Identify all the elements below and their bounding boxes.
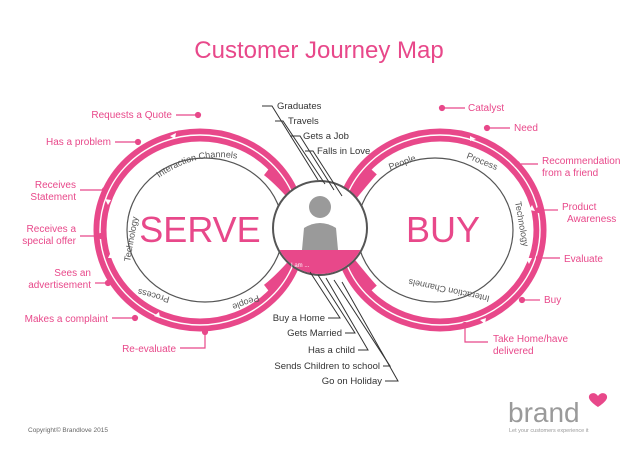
life-event-graduates: Graduates bbox=[277, 101, 322, 112]
brand-name: brand bbox=[508, 397, 580, 428]
life-event-travels: Travels bbox=[288, 116, 319, 127]
life-event-buy-home: Buy a Home bbox=[273, 313, 325, 324]
copyright-text: Copyright© Brandlove 2015 bbox=[28, 426, 108, 434]
brand-logo: brand Let your customers experience it bbox=[508, 393, 608, 434]
loop-label-right-top-people: People bbox=[387, 153, 417, 172]
serve-label: SERVE bbox=[139, 209, 260, 250]
life-events-bottom-lines bbox=[309, 271, 399, 382]
serve-item-request-quote: Requests a Quote bbox=[91, 110, 172, 121]
loop-label-left-side: Technology bbox=[122, 215, 140, 262]
brand-tagline: Let your customers experience it bbox=[509, 428, 589, 434]
page-title: Customer Journey Map bbox=[194, 37, 443, 64]
serve-callouts bbox=[80, 111, 209, 349]
life-event-gets-job: Gets a Job bbox=[303, 131, 349, 142]
life-event-has-child: Has a child bbox=[308, 345, 355, 356]
life-event-sends-children-school: Sends Children to school bbox=[274, 361, 380, 372]
buy-item-buy: Buy bbox=[544, 295, 561, 306]
buy-item-need: Need bbox=[514, 123, 538, 134]
serve-item-complaint: Makes a complaint bbox=[25, 314, 109, 325]
serve-item-has-problem: Has a problem bbox=[46, 137, 111, 148]
buy-label: BUY bbox=[406, 209, 480, 250]
buy-item-catalyst: Catalyst bbox=[468, 103, 504, 114]
heart-icon bbox=[588, 393, 608, 407]
life-event-gets-married: Gets Married bbox=[287, 328, 342, 339]
center-label: I am ... bbox=[291, 263, 310, 269]
life-events-top-lines bbox=[262, 105, 343, 197]
life-event-go-on-holiday: Go on Holiday bbox=[322, 376, 382, 387]
buy-callouts bbox=[438, 104, 560, 343]
flow-arrows bbox=[105, 133, 535, 324]
loop-label-left-top: Interaction Channels bbox=[154, 149, 238, 179]
serve-item-re-evaluate: Re-evaluate bbox=[122, 344, 176, 355]
buy-item-evaluate: Evaluate bbox=[564, 254, 603, 265]
loop-label-right-side: Technology bbox=[513, 201, 531, 248]
life-event-falls-in-love: Falls in Love bbox=[317, 146, 370, 157]
